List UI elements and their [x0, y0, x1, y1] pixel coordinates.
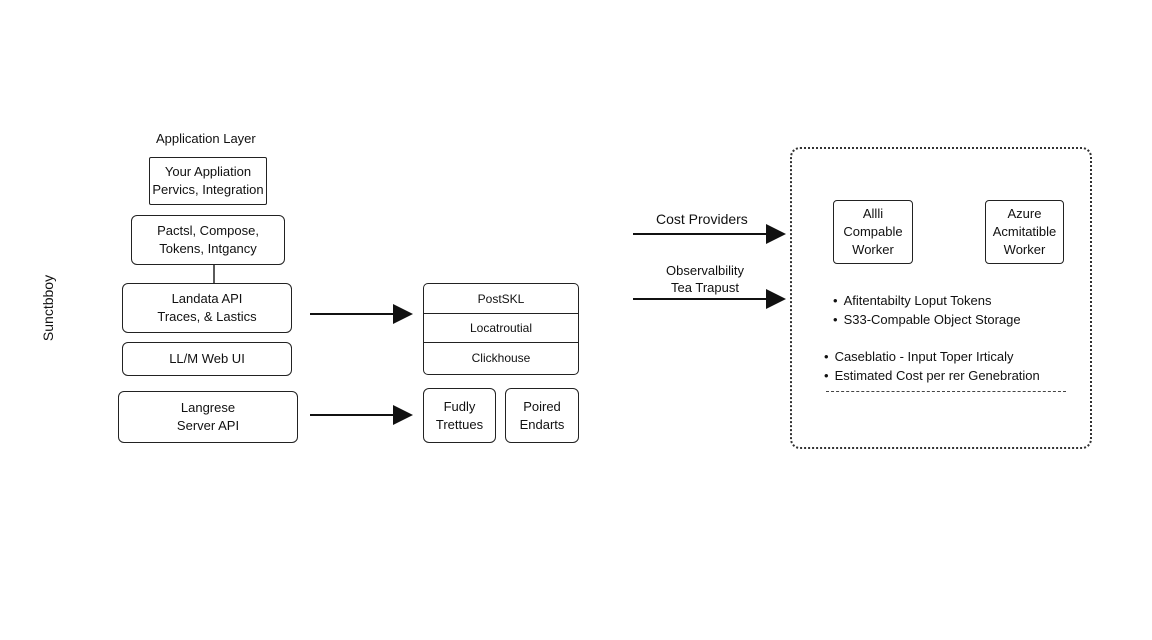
bullet-top-2: • S33-Compable Object Storage [833, 312, 1021, 327]
bullet-top-1-text: Afitentabilty Loput Tokens [843, 293, 992, 308]
web-ui-label: LL/M Web UI [169, 351, 245, 366]
bullet-bottom-2-text: Estimated Cost per rer Genebration [834, 368, 1040, 383]
storage-right-box: Poired Endarts [505, 388, 579, 443]
provider-a-line2: Compable [843, 224, 903, 239]
storage-row-clickhouse: Clickhouse [424, 342, 578, 373]
bullet-bottom-2: • Estimated Cost per rer Genebration [824, 368, 1040, 383]
storage-row-postgres: PostSKL [477, 291, 525, 306]
server-api-line1: Langrese [180, 400, 236, 415]
server-api-box: Langrese Server API [118, 391, 298, 443]
storage-left-box: Fudly Trettues [423, 388, 496, 443]
bullet-dot-icon: • [824, 368, 829, 383]
web-ui-box: LL/M Web UI [122, 342, 292, 376]
your-application-line2: Pervics, Integration [152, 182, 264, 197]
providers-container [790, 147, 1092, 449]
server-api-line2: Server API [176, 418, 240, 433]
provider-box-a: Allli Compable Worker [833, 200, 913, 264]
application-layer-title: Application Layer [156, 131, 256, 146]
bullet-top-1: • Afitentabilty Loput Tokens [833, 293, 991, 308]
storage-left-line2: Trettues [435, 416, 484, 432]
langfuse-api-box: Landata API Traces, & Lastics [122, 283, 292, 333]
langfuse-api-line2: Traces, & Lastics [157, 309, 257, 324]
observability-line2: Tea Trapust [671, 280, 739, 295]
bullet-dot-icon: • [833, 293, 838, 308]
bullets-divider [826, 391, 1066, 392]
provider-a-line1: Allli [862, 206, 884, 221]
provider-a-line3: Worker [852, 242, 894, 257]
bullet-bottom-1: • Caseblatio - Input Toper Irticaly [824, 349, 1014, 364]
storage-right-line2: Endarts [519, 416, 565, 432]
provider-b-line2: Acmitatible [992, 224, 1057, 239]
storage-row-local: Locatroutial [424, 313, 578, 342]
sdk-box: Pactsl, Compose, Tokens, Intgancy [131, 215, 285, 265]
storage-right-line1: Poired [523, 398, 561, 414]
provider-b-line3: Worker [1003, 242, 1046, 257]
bullet-bottom-1-text: Caseblatio - Input Toper Irticaly [834, 349, 1014, 364]
your-application-line1: Your Appliation [164, 164, 252, 179]
bullet-dot-icon: • [824, 349, 829, 364]
provider-box-b: Azure Acmitatible Worker [985, 200, 1064, 264]
observability-line1: Observalbility [666, 263, 745, 278]
bullet-dot-icon: • [833, 312, 838, 327]
langfuse-api-line1: Landata API [171, 291, 243, 306]
storage-left-line1: Fudly [443, 398, 476, 414]
provider-b-line1: Azure [1007, 206, 1042, 221]
observability-label: Observalbility Tea Trapust [666, 262, 744, 296]
sdk-line1: Pactsl, Compose, [157, 223, 259, 238]
sdk-line2: Tokens, Intgancy [159, 241, 257, 256]
bullet-top-2-text: S33-Compable Object Storage [843, 312, 1021, 327]
cost-providers-label: Cost Providers [656, 211, 748, 227]
storage-stack: PostSKL Locatroutial Clickhouse [423, 283, 579, 375]
your-application-box: Your Appliation Pervics, Integration [149, 157, 267, 205]
